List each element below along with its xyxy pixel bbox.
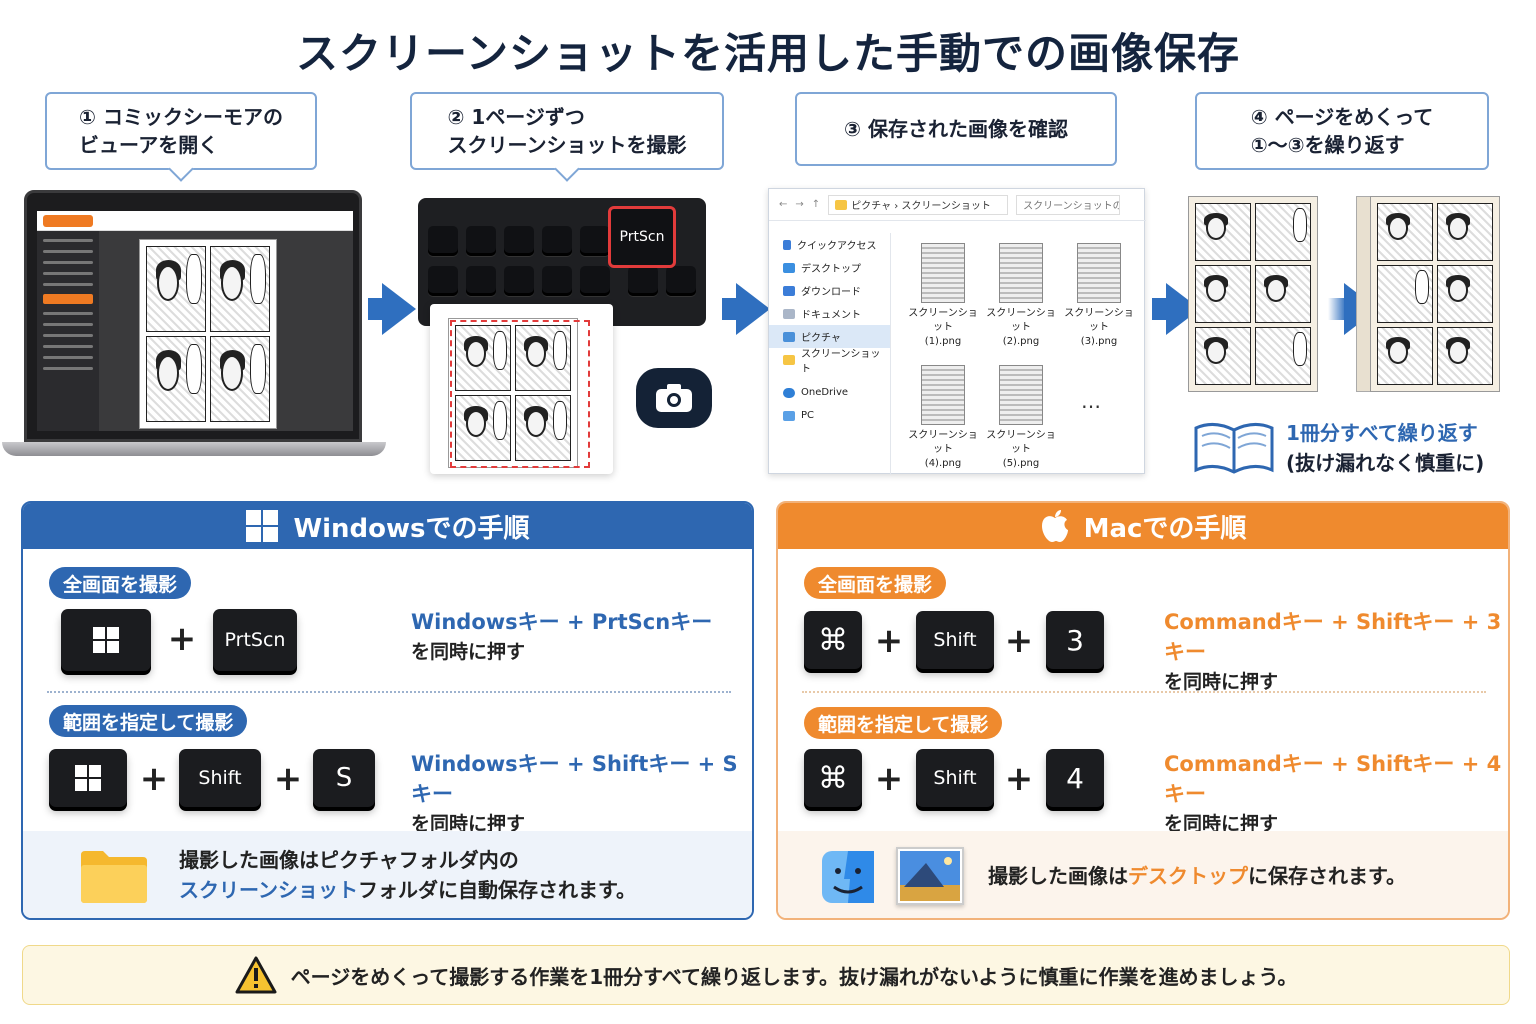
step-3-callout: ③ 保存された画像を確認 — [795, 92, 1117, 166]
warning-icon — [235, 956, 277, 994]
plus-sign: + — [874, 759, 904, 799]
nav-screenshots[interactable]: スクリーンショット — [769, 348, 890, 375]
windows-panel: Windowsでの手順 全画面を撮影 + PrtScn Windowsキー + … — [21, 501, 754, 920]
windows-key — [61, 609, 151, 671]
address-bar[interactable]: ピクチャ › スクリーンショット — [828, 194, 1009, 215]
shift-key-2: Shift — [916, 749, 994, 807]
mac-full-desc: Commandキー + Shiftキー + 3キー を同時に押す — [1164, 610, 1502, 693]
capture-preview — [430, 304, 613, 474]
warning-text: ページをめくって撮影する作業を1冊分すべて繰り返します。抜け漏れがないように慎重… — [290, 964, 1298, 989]
command-key-2: ⌘ — [804, 749, 862, 807]
manga-page-next — [1370, 196, 1500, 392]
selection-frame — [450, 320, 590, 468]
step-2-callout: ② 1ページずつ スクリーンショットを撮影 — [410, 92, 724, 170]
mac-header: Macでの手順 — [1083, 513, 1247, 544]
finder-icon — [820, 849, 876, 909]
mac-full-tag: 全画面を撮影 — [804, 567, 947, 599]
command-key: ⌘ — [804, 611, 862, 669]
file-thumb-2[interactable]: スクリーンショット (2).png — [983, 243, 1059, 349]
nav-documents[interactable]: ドキュメント — [769, 302, 890, 325]
windows-save-note: 撮影した画像はピクチャフォルダ内の スクリーンショットフォルダに自動保存されます… — [179, 848, 636, 902]
plus-sign: + — [874, 621, 904, 661]
page-title: スクリーンショットを活用した手動での画像保存 — [296, 29, 1240, 78]
4-key: 4 — [1046, 749, 1104, 807]
more-files: … — [1081, 389, 1101, 413]
back-icon[interactable]: ← — [779, 199, 788, 210]
nav-downloads[interactable]: ダウンロード — [769, 279, 890, 302]
nav-onedrive[interactable]: OneDrive — [769, 381, 890, 404]
step-4-callout: ④ ページをめくって ①〜③を繰り返す — [1195, 92, 1489, 170]
laptop-illustration — [2, 190, 388, 460]
logo-icon — [43, 215, 93, 227]
plus-sign: + — [167, 619, 197, 659]
mac-save-note: 撮影した画像はデスクトップに保存されます。 — [988, 864, 1406, 888]
windows-key-2 — [49, 749, 127, 807]
apple-logo-icon — [1041, 510, 1068, 542]
windows-full-desc: Windowsキー + PrtScnキー を同時に押す — [411, 610, 713, 663]
windows-full-tag: 全画面を撮影 — [49, 567, 192, 599]
folder-icon — [835, 199, 848, 210]
s-key: S — [313, 749, 375, 807]
up-icon[interactable]: ↑ — [811, 199, 821, 210]
windows-range-desc: Windowsキー + Shiftキー + Sキー を同時に押す — [411, 752, 738, 835]
plus-sign: + — [1004, 759, 1034, 799]
manga-page-current — [1188, 196, 1318, 392]
mac-panel: Macでの手順 全画面を撮影 ⌘ + Shift + 3 Commandキー +… — [776, 501, 1510, 920]
shift-key: Shift — [916, 611, 994, 669]
step-1-callout: ① コミックシーモアの ビューアを開く — [45, 92, 317, 170]
manga-page — [139, 239, 277, 429]
nav-quick-access[interactable]: クイックアクセス — [769, 233, 890, 256]
prtscn-key-highlight: PrtScn — [608, 206, 676, 268]
plus-sign: + — [139, 759, 169, 799]
nav-pc[interactable]: PC — [769, 404, 890, 427]
mac-range-tag: 範囲を指定して撮影 — [804, 707, 1003, 739]
shift-key: Shift — [179, 749, 261, 807]
file-thumb-3[interactable]: スクリーンショット (3).png — [1061, 243, 1137, 349]
search-input[interactable]: スクリーンショットの検索 — [1016, 194, 1121, 215]
repeat-note: 1冊分すべて繰り返す (抜け漏れなく慎重に) — [1286, 421, 1485, 475]
plus-sign: + — [273, 759, 303, 799]
file-thumb-1[interactable]: スクリーンショット (1).png — [905, 243, 981, 349]
nav-desktop[interactable]: デスクトップ — [769, 256, 890, 279]
nav-pictures[interactable]: ピクチャ — [769, 325, 890, 348]
3-key: 3 — [1046, 611, 1104, 669]
image-file-icon — [896, 847, 964, 905]
windows-range-tag: 範囲を指定して撮影 — [49, 705, 248, 737]
windows-header: Windowsでの手順 — [293, 513, 530, 544]
prtscn-key: PrtScn — [213, 609, 297, 671]
file-thumb-5[interactable]: スクリーンショット (5).png — [983, 365, 1059, 471]
mac-range-desc: Commandキー + Shiftキー + 4キー を同時に押す — [1164, 752, 1502, 835]
file-thumb-4[interactable]: スクリーンショット (4).png — [905, 365, 981, 471]
forward-icon[interactable]: → — [795, 199, 804, 210]
file-explorer-window: ← → ↑ ピクチャ › スクリーンショット スクリーンショットの検索 クイック… — [768, 188, 1146, 475]
open-book-icon — [1192, 418, 1276, 480]
camera-icon — [636, 368, 712, 428]
warning-banner: ページをめくって撮影する作業を1冊分すべて繰り返します。抜け漏れがないように慎重… — [22, 945, 1510, 1005]
windows-logo-icon — [246, 510, 279, 542]
plus-sign: + — [1004, 621, 1034, 661]
folder-icon — [79, 847, 149, 909]
